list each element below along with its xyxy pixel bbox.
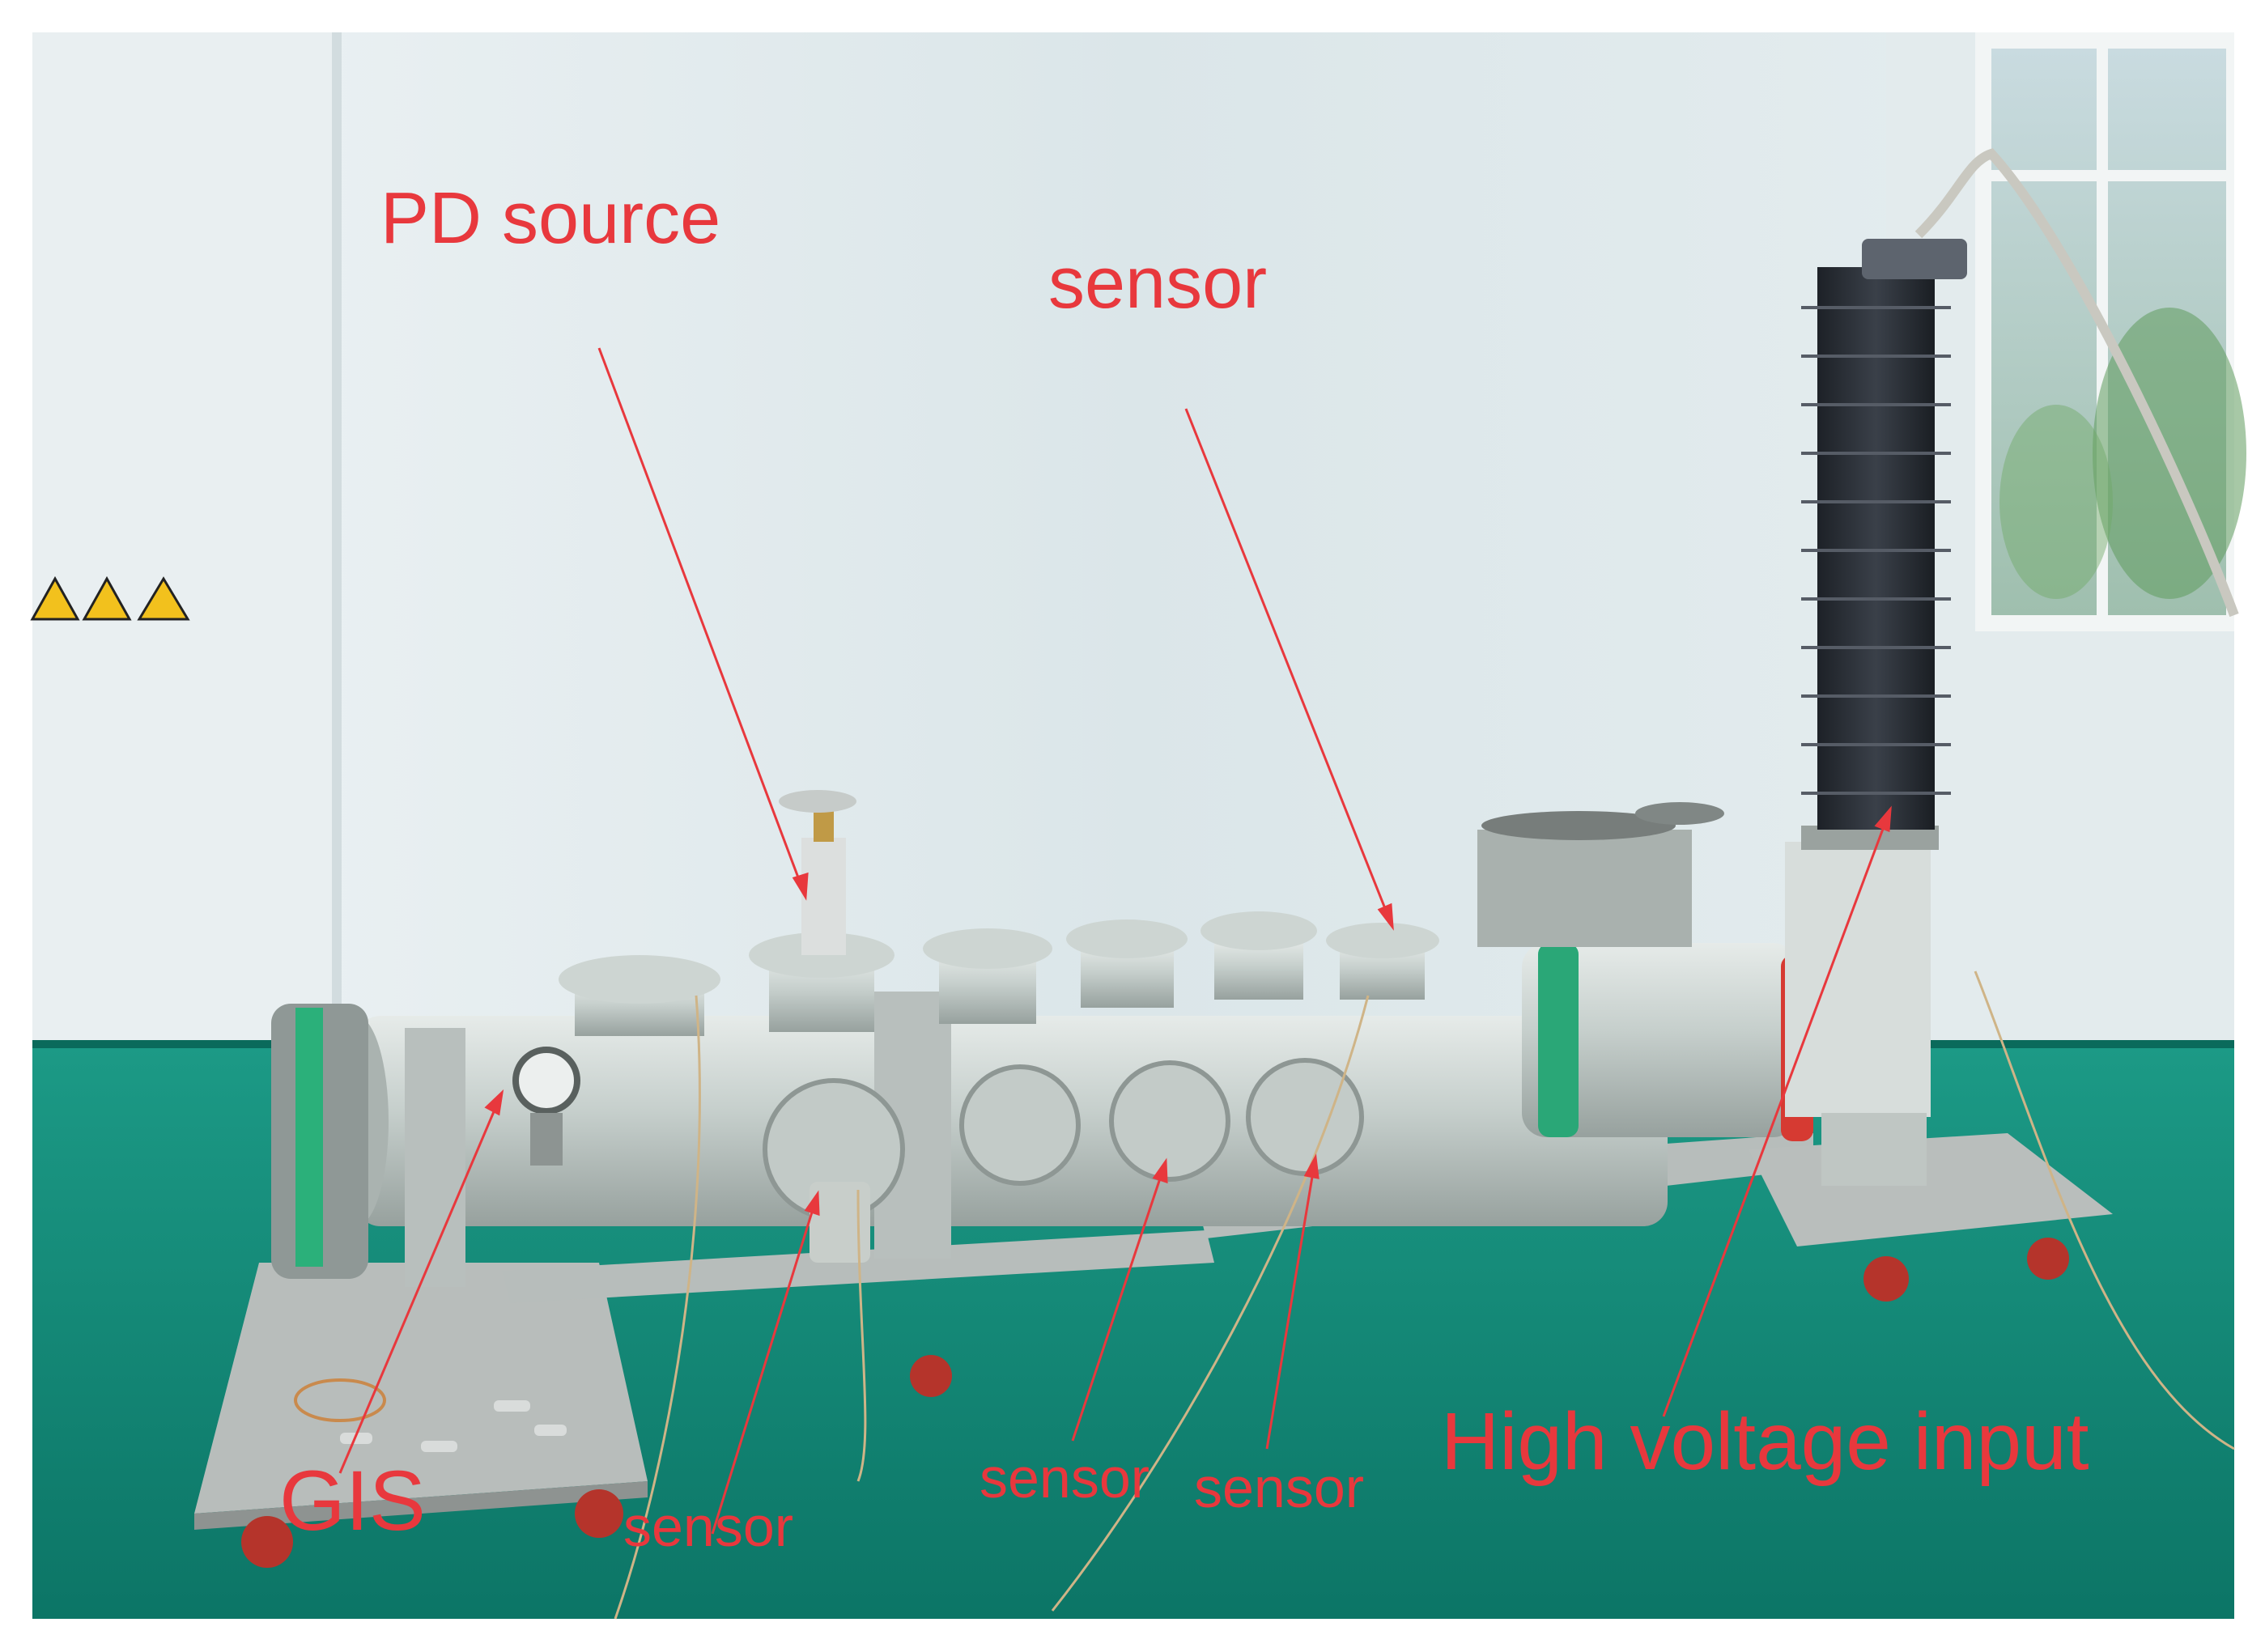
photo (30, 32, 2246, 1620)
label-sensor-bottom-1: sensor (623, 1495, 793, 1558)
side-flanges (763, 1058, 1364, 1263)
left-cart (194, 1263, 952, 1568)
label-sensor-bottom-2: sensor (980, 1446, 1149, 1510)
bolts-on-cart (340, 1400, 567, 1452)
top-risers (559, 790, 1439, 1036)
cables (614, 970, 2235, 1620)
label-gis: GIS (279, 1454, 426, 1548)
actuator-box (1477, 802, 1724, 947)
label-sensor-bottom-3: sensor (1194, 1456, 1364, 1519)
label-high-voltage-input: High voltage input (1441, 1396, 2089, 1487)
label-sensor-top: sensor (1048, 243, 1267, 324)
annotation-arrows (338, 347, 1892, 1535)
warning-signs (30, 575, 190, 621)
label-pd-source: PD source (380, 178, 720, 259)
bushing (1785, 148, 2239, 1186)
